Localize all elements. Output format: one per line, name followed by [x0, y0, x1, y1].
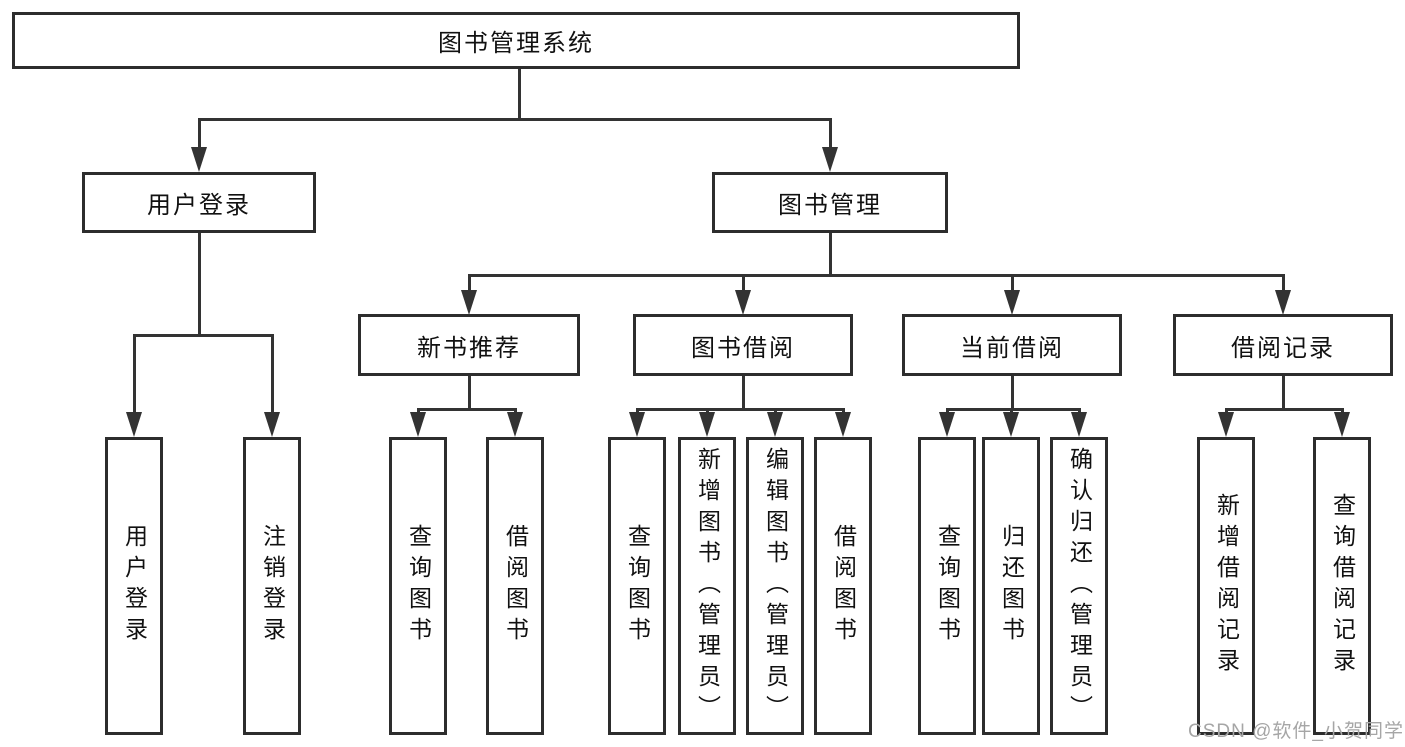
line	[636, 408, 845, 411]
leaf-label: 新增图书（管理员）	[694, 446, 721, 726]
arrowhead-icon	[507, 412, 523, 437]
node-root-system: 图书管理系统	[12, 12, 1020, 69]
line	[468, 376, 471, 411]
line	[133, 334, 274, 337]
leaf-label: 查询借阅记录	[1329, 493, 1356, 679]
line	[1225, 408, 1344, 411]
line	[417, 408, 517, 411]
leaf-label: 新增借阅记录	[1213, 493, 1240, 679]
leaf-label: 查询图书	[934, 524, 961, 648]
arrowhead-icon	[699, 412, 715, 437]
node-borrow-records: 借阅记录	[1173, 314, 1393, 376]
line	[468, 274, 1285, 277]
arrowhead-icon	[939, 412, 955, 437]
line	[829, 118, 832, 150]
line	[829, 233, 832, 277]
line	[1011, 274, 1014, 294]
arrowhead-icon	[822, 147, 838, 172]
line	[1011, 376, 1014, 411]
leaf-label: 查询图书	[624, 524, 651, 648]
arrowhead-icon	[264, 412, 280, 437]
line	[742, 376, 745, 411]
leaf-label: 注销登录	[259, 524, 286, 648]
leaf-label: 查询图书	[405, 524, 432, 648]
leaf-query-books: 查询图书	[389, 437, 447, 735]
arrowhead-icon	[1003, 412, 1019, 437]
arrowhead-icon	[1071, 412, 1087, 437]
node-book-borrow: 图书借阅	[633, 314, 853, 376]
leaf-confirm-return-admin: 确认归还（管理员）	[1050, 437, 1108, 735]
node-book-management: 图书管理	[712, 172, 948, 233]
leaf-logout: 注销登录	[243, 437, 301, 735]
node-new-book-recommend: 新书推荐	[358, 314, 580, 376]
line	[946, 408, 1081, 411]
csdn-watermark: CSDN @软件_小贺同学	[1188, 721, 1404, 742]
line	[198, 118, 201, 150]
leaf-query-books: 查询图书	[918, 437, 976, 735]
arrowhead-icon	[191, 147, 207, 172]
leaf-return-books: 归还图书	[982, 437, 1040, 735]
arrowhead-icon	[126, 412, 142, 437]
leaf-query-borrow-record: 查询借阅记录	[1313, 437, 1371, 735]
arrowhead-icon	[835, 412, 851, 437]
arrowhead-icon	[461, 290, 477, 315]
arrowhead-icon	[410, 412, 426, 437]
line	[468, 274, 471, 294]
leaf-borrow-books: 借阅图书	[486, 437, 544, 735]
line	[742, 274, 745, 294]
leaf-label: 用户登录	[121, 524, 148, 648]
line	[198, 233, 201, 337]
arrowhead-icon	[1004, 290, 1020, 315]
arrowhead-icon	[1218, 412, 1234, 437]
arrowhead-icon	[1334, 412, 1350, 437]
leaf-query-books: 查询图书	[608, 437, 666, 735]
arrowhead-icon	[735, 290, 751, 315]
leaf-edit-books-admin: 编辑图书（管理员）	[746, 437, 804, 735]
leaf-label: 确认归还（管理员）	[1066, 446, 1093, 726]
leaf-borrow-books: 借阅图书	[814, 437, 872, 735]
line	[518, 69, 521, 121]
line	[198, 118, 832, 121]
arrowhead-icon	[767, 412, 783, 437]
node-current-borrow: 当前借阅	[902, 314, 1122, 376]
line	[1282, 274, 1285, 294]
leaf-add-borrow-record: 新增借阅记录	[1197, 437, 1255, 735]
line	[1282, 376, 1285, 411]
leaf-label: 借阅图书	[502, 524, 529, 648]
leaf-label: 归还图书	[998, 524, 1025, 648]
line	[271, 334, 274, 415]
arrowhead-icon	[1275, 290, 1291, 315]
leaf-label: 编辑图书（管理员）	[762, 446, 789, 726]
line	[133, 334, 136, 415]
node-user-login: 用户登录	[82, 172, 316, 233]
leaf-add-books-admin: 新增图书（管理员）	[678, 437, 736, 735]
arrowhead-icon	[629, 412, 645, 437]
leaf-label: 借阅图书	[830, 524, 857, 648]
leaf-user-login: 用户登录	[105, 437, 163, 735]
